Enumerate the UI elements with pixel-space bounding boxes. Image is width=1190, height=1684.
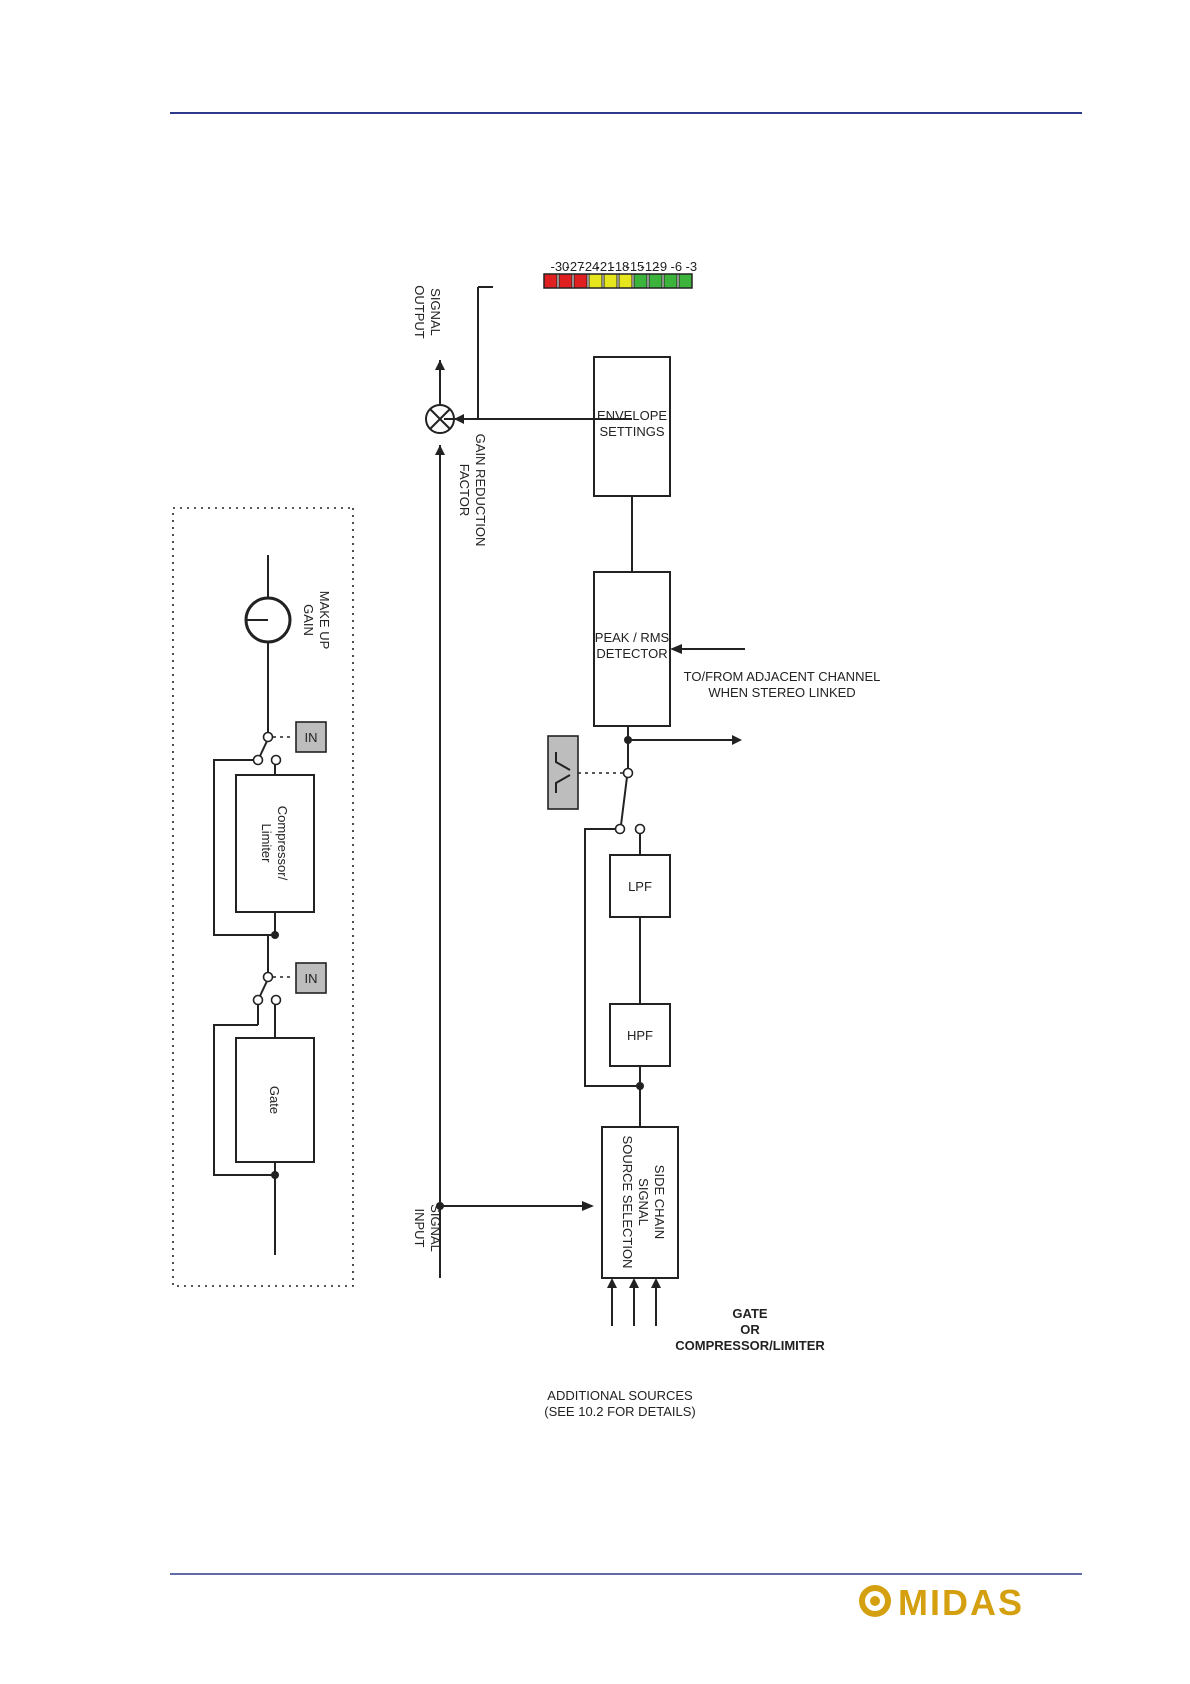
in-switch-2[interactable] [295,721,327,753]
makeup-gain-label-2: GAIN [301,604,316,636]
meter-segment [603,273,618,289]
detector-label-2: DETECTOR [596,646,667,661]
in-switch-1-label: IN [305,971,318,986]
compressor-label-1: Compressor/ [275,806,290,881]
signal-input-label-2: INPUT [412,1209,427,1248]
meter-tick-label: -15 [626,259,645,274]
in-switch-2-label: IN [305,730,318,745]
side-chain-label-3: SOURCE SELECTION [620,1136,635,1269]
meter-tick-label: -21 [596,259,615,274]
meter-frame [543,273,693,289]
envelope-block [593,356,671,497]
caption-gate: GATE [732,1306,767,1321]
meter-tick-label: -24 [581,259,600,274]
makeup-gain-label-1: MAKE UP [317,591,332,650]
compressor-block [235,774,315,913]
caption-compressor: COMPRESSOR/LIMITER [675,1338,825,1353]
meter-tick-label: -12 [641,259,660,274]
filter-select-switch[interactable] [547,735,579,810]
signal-output-label-1: SIGNAL [428,288,443,336]
meter-tick-label: -3 [686,259,698,274]
hpf-label: HPF [627,1028,653,1043]
meter-segment [663,273,678,289]
lpf-label: LPF [628,879,652,894]
envelope-label-2: SETTINGS [599,424,664,439]
meter-tick-label: -27 [566,259,585,274]
meter-tick-label: -18 [611,259,630,274]
in-switch-1[interactable] [295,962,327,994]
meter-tick-label: -9 [656,259,668,274]
gain-reduction-label-2: FACTOR [457,464,472,517]
meter-segment [573,273,588,289]
envelope-label-1: ENVELOPE [597,408,667,423]
meter-segment [558,273,573,289]
inset-dotted-border [172,507,354,1287]
meter-tick-label: -6 [671,259,683,274]
main-flow: SIGNAL INPUT SIGNAL OUTPUT SIDE CHAIN SI… [412,259,880,1419]
gate-compressor-diagram: Gate IN Compressor/ Limiter [172,259,880,1419]
additional-sources-label-1: ADDITIONAL SOURCES [547,1388,693,1403]
signal-output-label-2: OUTPUT [412,285,427,339]
midas-logo: MIDAS [859,1582,1024,1623]
detector-label-1: PEAK / RMS [595,630,670,645]
caption-or: OR [740,1322,760,1337]
additional-sources-label-2: (SEE 10.2 FOR DETAILS) [544,1404,695,1419]
adjacent-channel-label-1: TO/FROM ADJACENT CHANNEL [684,669,881,684]
side-chain-label-1: SIDE CHAIN [652,1165,667,1239]
adjacent-channel-label-2: WHEN STEREO LINKED [708,685,855,700]
gate-label: Gate [267,1086,282,1114]
gain-reduction-label-1: GAIN REDUCTION [473,434,488,547]
meter-segment [633,273,648,289]
meter-segment [543,273,558,289]
meter-segment [648,273,663,289]
gain-reduction-meter: -3-6-9-12-15-18-21-24-27-30 [543,259,698,289]
compressor-label-2: Limiter [259,823,274,863]
side-chain-label-2: SIGNAL [636,1178,651,1226]
meter-segment [678,273,693,289]
meter-tick-label: -30 [551,259,570,274]
meter-segment [618,273,633,289]
inset-panel: Gate IN Compressor/ Limiter [172,507,354,1287]
meter-segment [588,273,603,289]
logo-text: MIDAS [898,1582,1024,1623]
